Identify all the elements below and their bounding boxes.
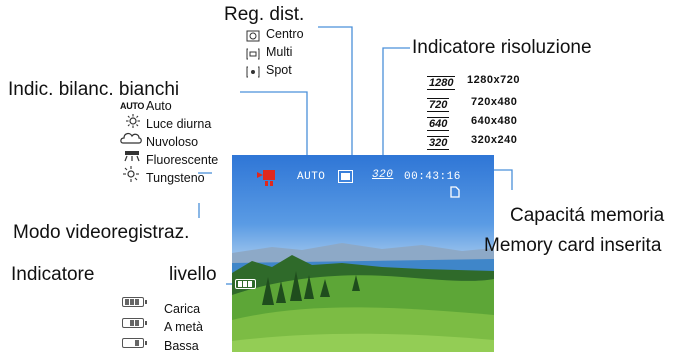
overlay-wb-mode: AUTO	[297, 171, 326, 183]
leader-reg-dist	[318, 26, 353, 172]
wb-label: Nuvoloso	[146, 135, 199, 149]
metering-center-icon	[246, 30, 260, 42]
overlay-memory-card-icon	[450, 186, 460, 198]
label-modo-videoregistraz: Modo videoregistraz.	[13, 222, 190, 243]
resolution-label: 720x480	[471, 96, 518, 108]
battery-level-label: Bassa	[164, 339, 199, 353]
label-indicatore: Indicatore	[11, 264, 95, 285]
sun-icon	[126, 114, 140, 128]
label-livello: livello	[169, 264, 217, 285]
camera-preview: AUTO 320 00:43:16	[232, 155, 494, 352]
landscape-scene	[232, 243, 494, 352]
resolution-row: 1280	[427, 73, 456, 91]
metering-multi-icon	[246, 48, 260, 60]
resolution-label: 1280x720	[467, 74, 520, 86]
resolution-label: 320x240	[471, 134, 518, 146]
resolution-badge-icon: 640	[427, 117, 450, 131]
overlay-timer: 00:43:16	[404, 171, 461, 183]
resolution-row: 720	[427, 95, 450, 113]
tungsten-icon	[123, 166, 139, 182]
metering-mode-label: Spot	[266, 63, 292, 77]
label-capacita-memoria: Capacitá memoria	[510, 205, 665, 226]
label-reg-dist: Reg. dist.	[224, 4, 305, 25]
resolution-badge-icon: 720	[427, 98, 450, 112]
overlay-resolution-badge: 320	[372, 169, 394, 181]
fluorescent-icon	[124, 151, 140, 162]
metering-spot-icon	[246, 66, 260, 78]
wb-label: Fluorescente	[146, 153, 219, 167]
wb-label: Auto	[146, 99, 172, 113]
label-memory-card-inserita: Memory card inserita	[484, 235, 662, 256]
battery-half-icon	[122, 318, 147, 328]
label-indic-bilanc-bianchi: Indic. bilanc. bianchi	[8, 79, 180, 100]
label-indicatore-risoluzione: Indicatore risoluzione	[412, 37, 592, 58]
battery-low-icon	[122, 338, 147, 348]
leader-resolution	[382, 47, 410, 163]
metering-mode-label: Centro	[266, 27, 304, 41]
overlay-battery-icon	[235, 279, 256, 289]
leader-white-balance	[240, 91, 308, 170]
resolution-row: 640	[427, 114, 450, 132]
resolution-badge-icon: 320	[427, 136, 450, 150]
resolution-label: 640x480	[471, 115, 518, 127]
battery-full-icon	[122, 297, 147, 307]
metering-mode-label: Multi	[266, 45, 293, 59]
wb-label: Luce diurna	[146, 117, 212, 131]
resolution-badge-icon: 1280	[427, 76, 456, 90]
wb-label: Tungsteno	[146, 171, 205, 185]
overlay-metering-icon	[338, 170, 353, 183]
cloud-icon	[120, 132, 142, 144]
battery-level-label: Carica	[164, 302, 201, 316]
resolution-row: 320	[427, 133, 450, 151]
battery-level-label: A metà	[164, 320, 203, 334]
video-mode-icon	[257, 170, 275, 186]
auto-wb-icon: AUTO	[120, 101, 145, 111]
